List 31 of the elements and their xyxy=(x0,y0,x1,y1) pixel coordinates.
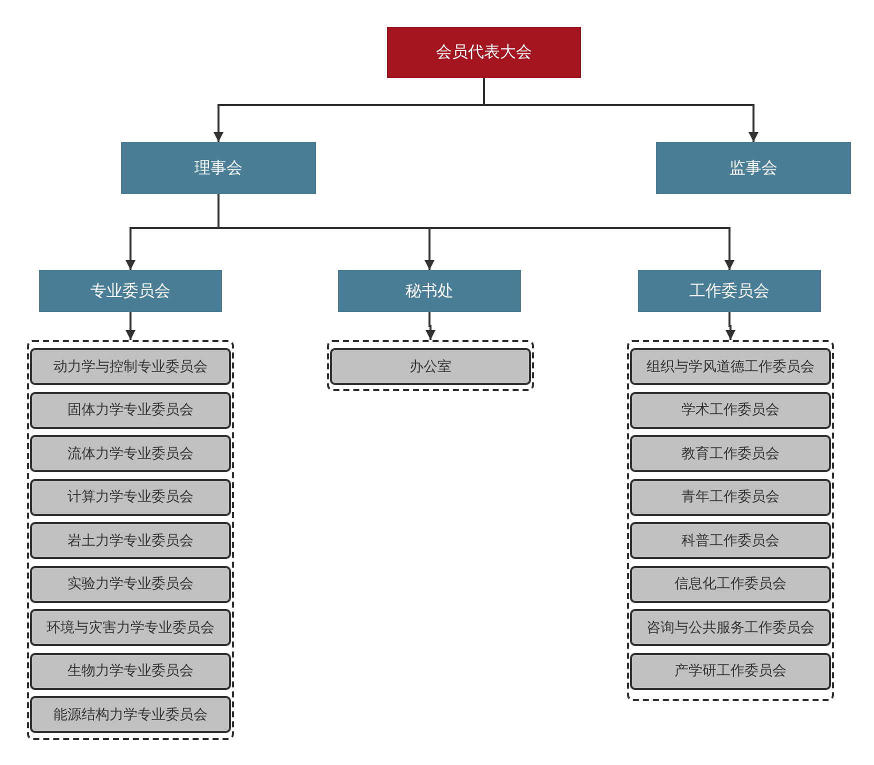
committee-box: 动力学与控制专业委员会 xyxy=(30,348,231,385)
committee-box: 青年工作委员会 xyxy=(630,478,831,516)
org-box: 秘书处 xyxy=(338,270,521,312)
committee-box: 咨询与公共服务工作委员会 xyxy=(630,609,831,646)
committee-box: 能源结构力学专业委员会 xyxy=(30,696,231,733)
committee-box: 固体力学专业委员会 xyxy=(30,392,231,428)
dashed-group-box xyxy=(27,340,234,740)
org-box: 工作委员会 xyxy=(638,270,821,312)
arrow xyxy=(426,312,436,340)
org-box: 专业委员会 xyxy=(39,270,222,312)
committee-box: 环境与灾害力学专业委员会 xyxy=(30,609,231,646)
committee-box: 学术工作委员会 xyxy=(630,392,831,428)
dashed-group-box xyxy=(327,340,534,391)
org-box: 理事会 xyxy=(121,142,316,194)
committee-box: 流体力学专业委员会 xyxy=(30,435,231,472)
arrow xyxy=(483,78,758,142)
committee-box: 信息化工作委员会 xyxy=(630,566,831,602)
assembly-box: 会员代表大会 xyxy=(387,27,581,78)
dashed-group-box xyxy=(627,340,834,701)
committee-box: 产学研工作委员会 xyxy=(630,652,831,690)
committee-box: 实验力学专业委员会 xyxy=(30,566,231,602)
committee-box: 教育工作委员会 xyxy=(630,435,831,472)
org-box: 监事会 xyxy=(656,142,851,194)
committee-box: 组织与学风道德工作委员会 xyxy=(630,348,831,385)
arrow xyxy=(726,312,736,340)
arrow xyxy=(126,312,136,340)
committee-box: 岩土力学专业委员会 xyxy=(30,522,231,559)
committee-box: 科普工作委员会 xyxy=(630,522,831,559)
committee-box: 办公室 xyxy=(330,348,531,385)
committee-box: 生物力学专业委员会 xyxy=(30,652,231,690)
committee-box: 计算力学专业委员会 xyxy=(30,478,231,516)
